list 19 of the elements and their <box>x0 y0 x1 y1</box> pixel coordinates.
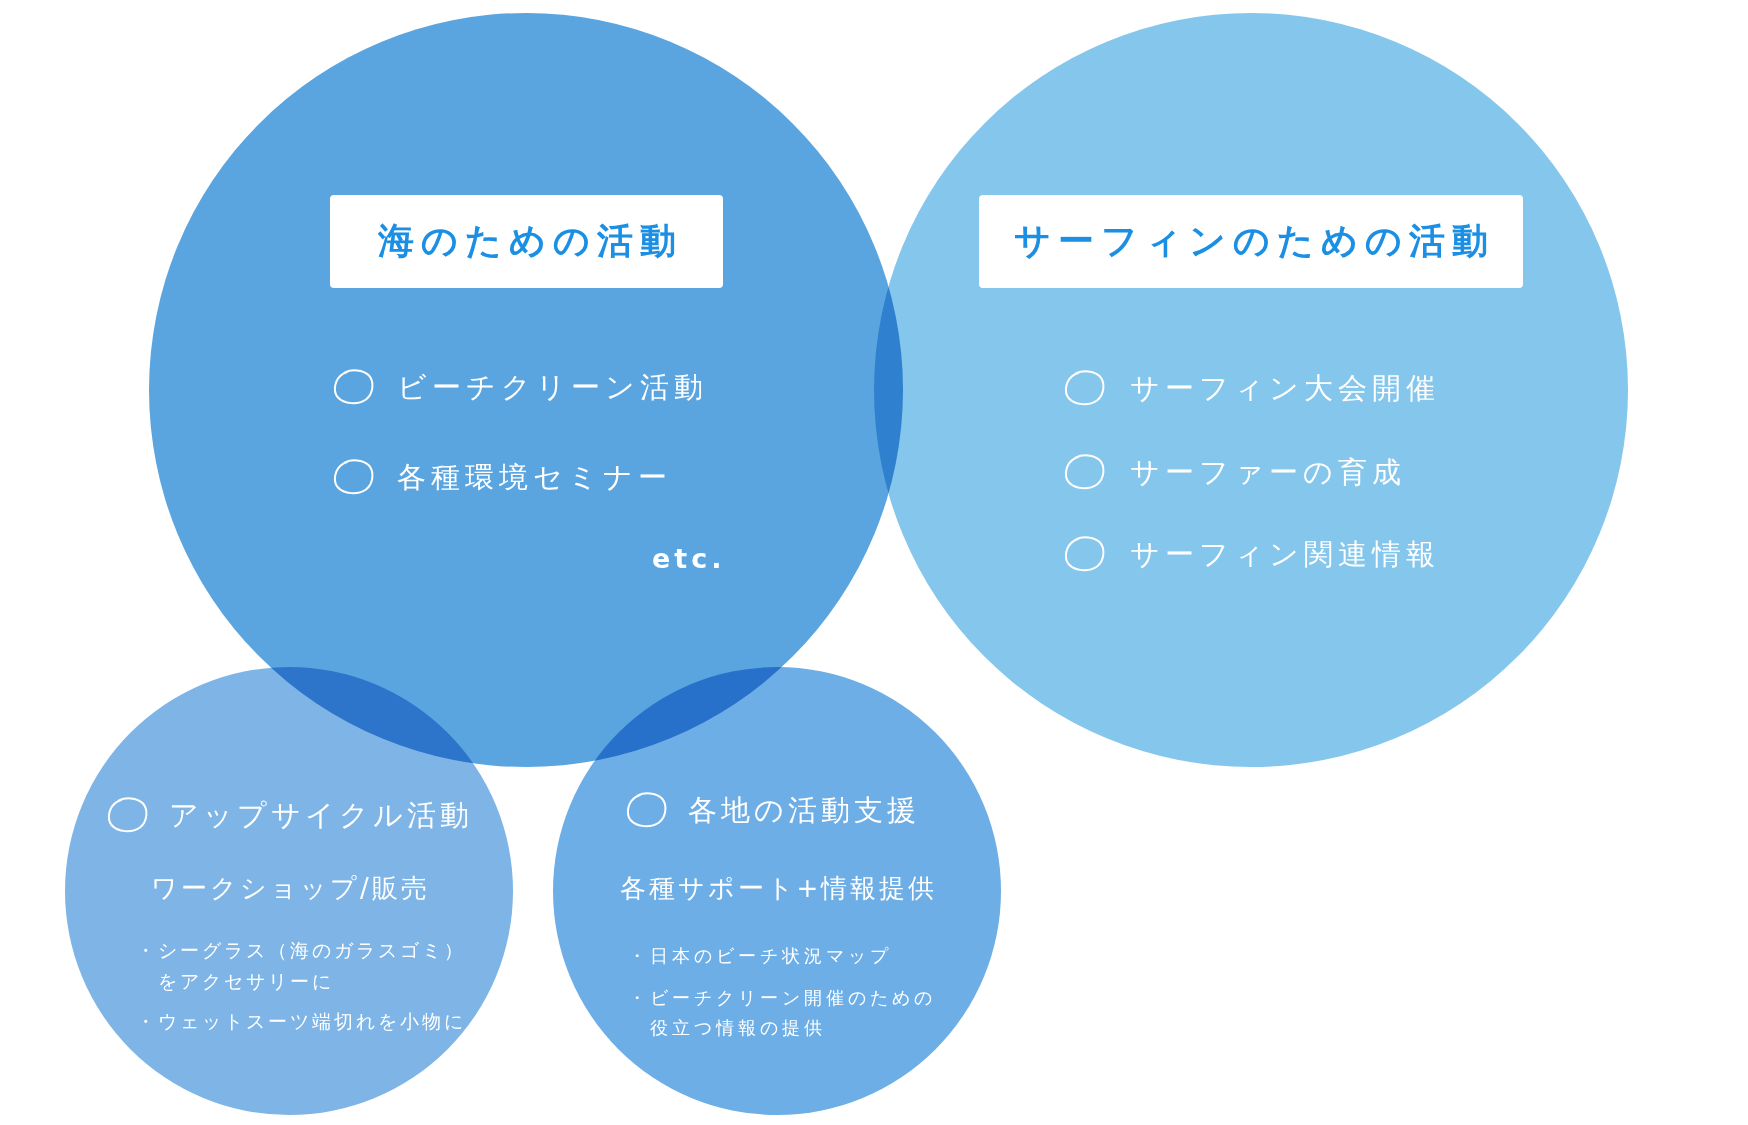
bullet-item: ・ビーチクリーン開催のための役立つ情報の提供 <box>628 986 937 1040</box>
activity-title: アップサイクル活動 <box>169 797 473 833</box>
venn-circle <box>553 667 1001 1115</box>
venn-circle <box>874 13 1628 767</box>
activity-item: サーフィン関連情報 <box>1130 536 1440 572</box>
heading-box: サーフィンのための活動 <box>979 195 1523 288</box>
activity-item: 各種環境セミナー <box>397 459 672 495</box>
etc-note: etc. <box>652 543 726 576</box>
bullet-item: ・日本のビーチ状況マップ <box>628 944 893 968</box>
activity-item: サーファーの育成 <box>1130 454 1406 490</box>
venn-circle <box>65 667 513 1115</box>
subheading: ワークショップ/販売 <box>151 872 430 904</box>
activity-item: サーフィン大会開催 <box>1130 370 1440 406</box>
bullet-item: ・シーグラス（海のガラスゴミ）をアクセサリーに <box>136 938 467 994</box>
bullet-item: ・ウェットスーツ端切れを小物に <box>136 1009 467 1034</box>
heading-box: 海のための活動 <box>330 195 723 288</box>
activity-item: ビーチクリーン活動 <box>397 369 708 405</box>
subheading: 各種サポート+情報提供 <box>619 872 938 904</box>
activity-title: 各地の活動支援 <box>688 792 920 828</box>
